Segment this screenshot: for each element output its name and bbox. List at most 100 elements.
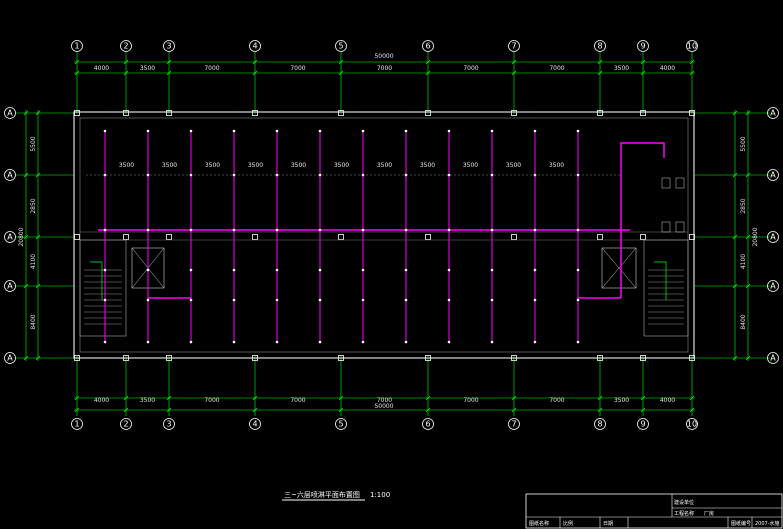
dimension-tick (74, 395, 80, 401)
stair-arrow (90, 261, 103, 300)
sprinkler-head (576, 298, 580, 302)
title-block-project-name: 厂房 (704, 510, 714, 517)
dimension-text-bottom: 3500 (140, 397, 155, 404)
sprinkler-head (189, 268, 193, 272)
toilet-fixture (675, 177, 685, 189)
sprinkler-head (404, 298, 408, 302)
dimension-tick (123, 407, 129, 413)
sprinkler-head (189, 228, 193, 232)
column (338, 110, 344, 116)
dimension-text-top: 3500 (140, 65, 155, 72)
stair-room (643, 239, 689, 337)
dimension-tick (732, 110, 738, 116)
axis-bubble-top (508, 40, 520, 52)
sprinkler-head (576, 228, 580, 232)
column (166, 355, 172, 361)
pipe-spacing-text: 3500 (205, 162, 220, 169)
dimension-text-top: 4000 (94, 65, 109, 72)
dimension-text-top: 7000 (463, 65, 478, 72)
axis-bubble-left (4, 231, 16, 243)
axis-label-bottom: 9 (640, 420, 645, 429)
title-block-sheet-name: 图纸名称 (529, 520, 549, 527)
sprinkler-head (318, 268, 322, 272)
plan-scale: 1:100 (370, 491, 390, 499)
axis-bubble-left (4, 280, 16, 292)
dimension-tick (166, 70, 172, 76)
dimension-tick (689, 407, 695, 413)
dimension-tick (338, 70, 344, 76)
axis-label-top: 5 (338, 42, 343, 51)
dimension-tick (745, 355, 751, 361)
sprinkler-head (103, 228, 107, 232)
title-block-sheet-no: 2007-水施 (755, 520, 780, 527)
sprinkler-head (533, 298, 537, 302)
pipe-spacing-text: 3500 (506, 162, 521, 169)
axis-label-top: 7 (511, 42, 516, 51)
sprinkler-head (275, 228, 279, 232)
sprinkler-head (361, 340, 365, 344)
axis-bubble-left (4, 352, 16, 364)
sprinkler-head (232, 268, 236, 272)
dimension-text-right: 5500 (740, 136, 747, 151)
dimension-text-top: 7000 (290, 65, 305, 72)
dimension-text-right-total: 20800 (752, 227, 759, 246)
dimension-tick (640, 70, 646, 76)
sprinkler-head (576, 340, 580, 344)
axis-bubble-top (163, 40, 175, 52)
axis-bubble-top (249, 40, 261, 52)
sprinkler-head (103, 129, 107, 133)
sprinkler-head (490, 340, 494, 344)
exterior-wall (73, 111, 695, 359)
sprinkler-head (318, 340, 322, 344)
dimension-text-bottom: 7000 (204, 397, 219, 404)
axis-bubble-bottom (120, 418, 132, 430)
column (166, 234, 172, 240)
sprinkler-head (275, 340, 279, 344)
dimension-tick (35, 283, 41, 289)
axis-label-left: A (7, 171, 13, 180)
dimension-tick (689, 70, 695, 76)
dimension-tick (123, 70, 129, 76)
sprinkler-head (275, 268, 279, 272)
sprinkler-head (533, 268, 537, 272)
stair-room (79, 239, 127, 337)
dimension-text-left: 5500 (30, 136, 37, 151)
sprinkler-head (490, 298, 494, 302)
dimension-tick (640, 407, 646, 413)
axis-label-right: A (770, 354, 776, 363)
sprinkler-head (361, 228, 365, 232)
column (74, 234, 80, 240)
toilet-fixture (661, 221, 671, 233)
column (511, 355, 517, 361)
axis-label-bottom: 2 (123, 420, 128, 429)
axis-label-bottom: 7 (511, 420, 516, 429)
sprinkler-head (490, 268, 494, 272)
sprinkler-head (576, 268, 580, 272)
axis-bubble-bottom (508, 418, 520, 430)
sprinkler-head (232, 228, 236, 232)
sprinkler-pipes (86, 129, 665, 344)
dimension-tick (166, 395, 172, 401)
dimension-tick (511, 70, 517, 76)
axis-label-bottom: 5 (338, 420, 343, 429)
sprinkler-head (447, 298, 451, 302)
dimension-tick (23, 283, 29, 289)
axis-label-top: 1 (74, 42, 79, 51)
dimension-text-right: 4100 (740, 254, 747, 269)
dimension-text-left: 8400 (30, 314, 37, 329)
dimension-tick (23, 355, 29, 361)
column (689, 355, 695, 361)
dimension-tick (35, 110, 41, 116)
dimension-tick (74, 59, 80, 65)
dimension-lines (16, 52, 770, 416)
dimension-tick (689, 395, 695, 401)
dimension-tick (689, 59, 695, 65)
sprinkler-head (189, 129, 193, 133)
dimension-tick (732, 172, 738, 178)
axis-label-right: A (770, 171, 776, 180)
column (640, 355, 646, 361)
sprinkler-head (318, 228, 322, 232)
toilet-fixture (675, 221, 685, 233)
axis-bubble-bottom (163, 418, 175, 430)
sprinkler-head (318, 298, 322, 302)
